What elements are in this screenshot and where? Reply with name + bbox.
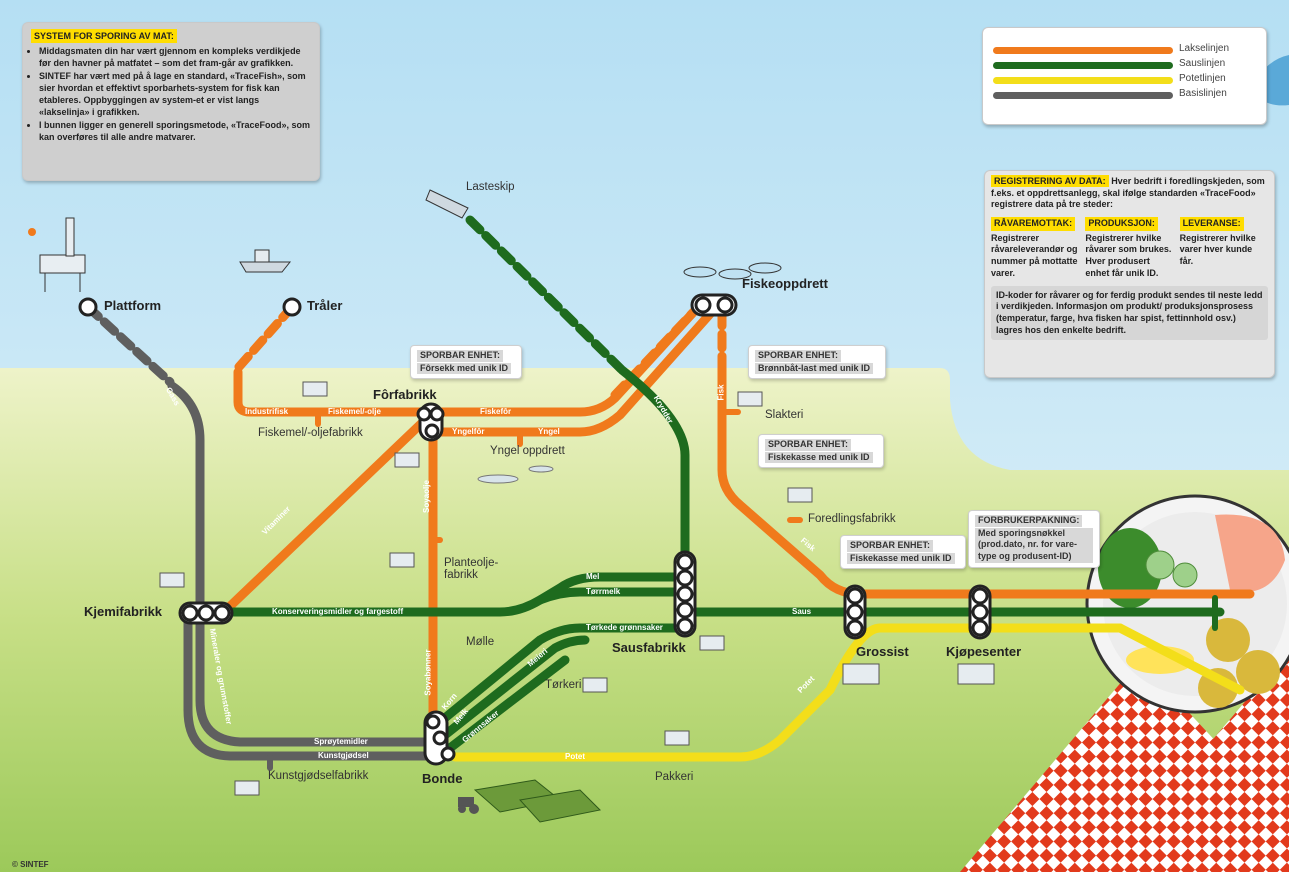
salmon-icon	[1215, 514, 1285, 592]
line-label-torkede: Tørkede grønnsaker	[586, 623, 663, 632]
line-label-kunstgjodsel: Kunstgjødsel	[318, 751, 369, 760]
place-lasteskip: Lasteskip	[466, 181, 515, 193]
station-bonde: Bonde	[422, 771, 463, 786]
registration-columns: RÅVAREMOTTAK: Registrerer råvareleverand…	[991, 217, 1268, 279]
registration-column: LEVERANSE: Registrerer hvilke varer hver…	[1179, 217, 1268, 279]
registration-intro: Hver bedrift i foredlingskjeden, som f.e…	[991, 176, 1265, 210]
column-head: LEVERANSE:	[1179, 217, 1244, 231]
place-slakteri: Slakteri	[765, 409, 804, 421]
line-label-potet-1: Potet	[565, 752, 585, 761]
list-item: I bunnen ligger en generell sporingsmeto…	[39, 119, 311, 143]
callout-body: Fôrsekk med unik ID	[417, 362, 512, 375]
tablecloth	[960, 650, 1289, 872]
legend-label: Basislinjen	[1179, 88, 1227, 99]
callout-body: Med sporingsnøkkel (prod.dato, nr. for v…	[975, 527, 1093, 563]
line-label-sproytemidler: Sprøytemidler	[314, 737, 368, 746]
legend-swatch	[993, 62, 1173, 69]
place-kunstgjodsel: Kunstgjødselfabrikk	[268, 770, 369, 782]
copyright: © SINTEF	[12, 860, 49, 869]
column-head: RÅVAREMOTTAK:	[991, 217, 1076, 231]
station-forfabrikk: Fôrfabrikk	[373, 387, 437, 402]
info-box-title: SYSTEM FOR SPORING AV MAT:	[31, 29, 177, 44]
registration-column: PRODUKSJON: Registrerer hvilke råvarer s…	[1085, 217, 1173, 279]
legend-swatch	[993, 77, 1173, 84]
oil-platform-icon	[28, 217, 86, 292]
station-grossist: Grossist	[856, 644, 909, 659]
line-label-soyaolje: Soyaolje	[421, 480, 431, 513]
callout-title: SPORBAR ENHET:	[847, 540, 934, 552]
line-label-yngel: Yngel	[538, 427, 560, 436]
legend-item-basis: Basislinjen	[993, 88, 1253, 101]
line-label-mel: Mel	[586, 572, 600, 581]
station-plattform: Plattform	[104, 298, 162, 313]
place-planteolje: Planteolje- fabrikk	[444, 557, 499, 581]
info-box: SYSTEM FOR SPORING AV MAT: Middagsmaten …	[22, 22, 320, 181]
fish-farm-icon	[683, 262, 782, 280]
line-label-industrifisk: Industrifisk	[245, 407, 289, 416]
legend-item-saus: Sauslinjen	[993, 58, 1253, 71]
place-pakkeri: Pakkeri	[655, 771, 694, 783]
column-text: Registrerer råvareleverandør og nummer p…	[991, 232, 1078, 278]
cargo-ship-icon	[425, 189, 469, 219]
legend-item-potet: Potetlinjen	[993, 73, 1253, 86]
column-text: Registrerer hvilke varer hver kunde får.	[1179, 232, 1256, 267]
callout-title: FORBRUKERPAKNING:	[975, 515, 1083, 527]
place-torkeri: Tørkeri	[545, 679, 582, 691]
callout-body: Fiskekasse med unik ID	[765, 451, 873, 464]
registration-footer: ID-koder for råvarer og for ferdig produ…	[991, 285, 1268, 341]
callout-body: Fiskekasse med unik ID	[847, 552, 955, 565]
line-label-saus: Saus	[792, 607, 812, 616]
column-text: Registrerer hvilke råvarer som brukes. H…	[1085, 232, 1172, 278]
station-kjemifabrikk: Kjemifabrikk	[84, 604, 163, 619]
yngel-pond-icon	[477, 465, 554, 484]
legend-item-laks: Lakselinjen	[993, 43, 1253, 56]
line-label-fiskemel-olje: Fiskemel/-olje	[328, 407, 381, 416]
tractor-icon	[458, 797, 479, 814]
registration-box: REGISTRERING AV DATA: Hver bedrift i for…	[984, 170, 1275, 378]
callout-fiskekasse-1: SPORBAR ENHET: Fiskekasse med unik ID	[758, 434, 884, 469]
callout-fiskekasse-2: SPORBAR ENHET: Fiskekasse med unik ID	[840, 535, 966, 570]
legend-label: Lakselinjen	[1179, 43, 1230, 54]
callout-bronnbat: SPORBAR ENHET: Brønnbåt-last med unik ID	[748, 345, 886, 380]
field-icon	[473, 779, 602, 823]
factory-icon	[159, 381, 995, 796]
callout-title: SPORBAR ENHET:	[755, 350, 842, 362]
list-item: SINTEF har vært med på å lage en standar…	[39, 70, 311, 119]
place-fiskemel: Fiskemel/-oljefabrikk	[258, 427, 363, 439]
legend-label: Potetlinjen	[1179, 73, 1226, 84]
line-label-soyabonner: Soyabønner	[423, 649, 433, 696]
callout-forfabrikk: SPORBAR ENHET: Fôrsekk med unik ID	[410, 345, 522, 380]
legend: Lakselinjen Sauslinjen Potetlinjen Basis…	[982, 27, 1267, 125]
station-fiskeoppdrett: Fiskeoppdrett	[742, 276, 828, 291]
line-label-yngelfor: Yngelfôr	[452, 427, 485, 436]
info-box-list: Middagsmaten din har vært gjennom en kom…	[31, 45, 311, 143]
column-head: PRODUKSJON:	[1085, 217, 1158, 231]
line-label-fisk-1: Fisk	[716, 384, 726, 401]
callout-title: SPORBAR ENHET:	[765, 439, 852, 451]
callout-forbruker: FORBRUKERPAKNING: Med sporingsnøkkel (pr…	[968, 510, 1100, 568]
trawler-icon	[239, 249, 292, 273]
callout-body: Brønnbåt-last med unik ID	[755, 362, 874, 375]
callout-title: SPORBAR ENHET:	[417, 350, 504, 362]
registration-title: REGISTRERING AV DATA:	[991, 175, 1109, 187]
list-item: Middagsmaten din har vært gjennom en kom…	[39, 45, 311, 69]
line-label-fiskefor: Fiskefôr	[480, 407, 512, 416]
legend-swatch	[993, 92, 1173, 99]
salad-icon	[1098, 528, 1162, 608]
place-molle: Mølle	[466, 636, 495, 648]
station-sausfabrikk: Sausfabrikk	[612, 640, 686, 655]
line-label-torrmelk: Tørrmelk	[586, 587, 621, 596]
legend-label: Sauslinjen	[1179, 58, 1226, 69]
legend-swatch	[993, 47, 1173, 54]
station-traler: Tråler	[307, 298, 343, 313]
place-foredling: Foredlingsfabrikk	[808, 513, 896, 525]
line-label-konservering: Konserveringsmidler og fargestoff	[272, 607, 404, 616]
station-kjopesenter: Kjøpesenter	[946, 644, 1022, 659]
place-yngel: Yngel oppdrett	[490, 445, 565, 457]
registration-column: RÅVAREMOTTAK: Registrerer råvareleverand…	[991, 217, 1079, 279]
